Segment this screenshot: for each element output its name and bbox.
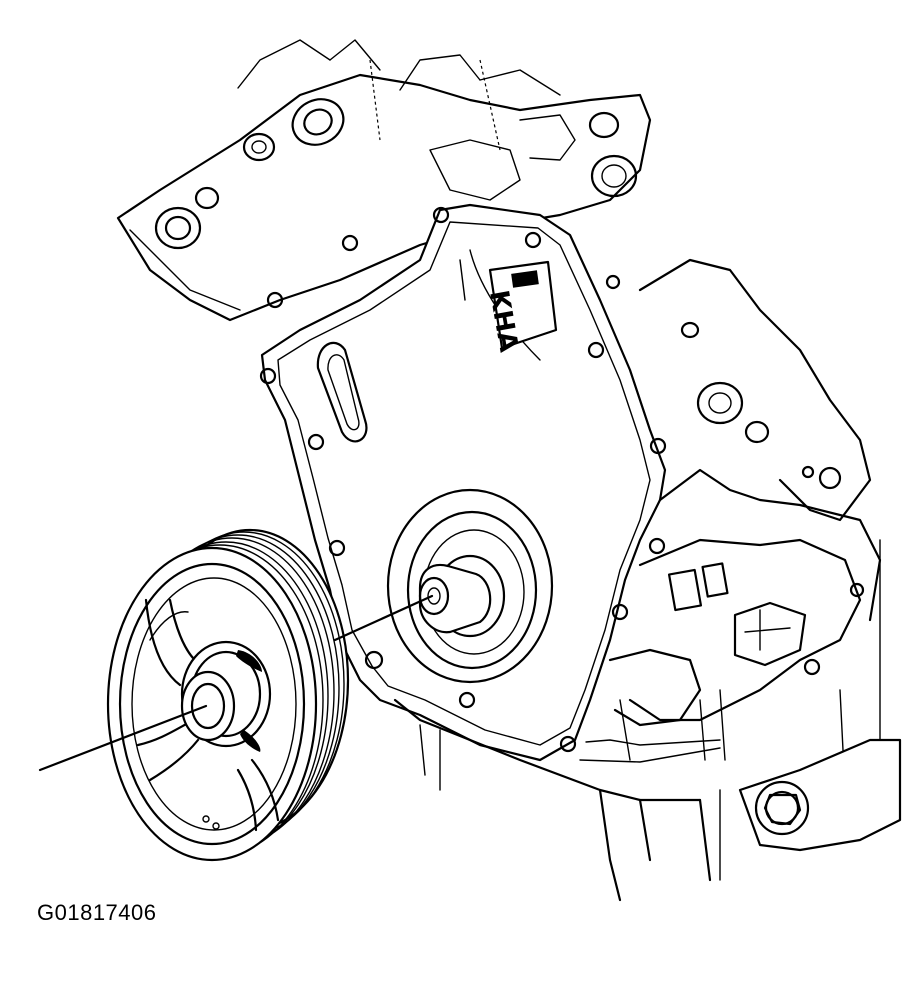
crankshaft-seal-icon [386,488,554,684]
cover-stamp: KHA [483,260,558,354]
front-cover-icon [259,203,667,762]
figure-id-label: G01817406 [37,900,157,925]
cover-bolt-icon [259,206,667,753]
cylinder-head-icon [116,39,652,322]
engine-mount-bracket-icon [738,738,902,852]
alignment-line-icon [38,594,434,772]
engine-block-icon [579,258,882,791]
crankshaft-balancer-pulley-icon [106,528,350,862]
oil-pan-icon [393,698,721,902]
